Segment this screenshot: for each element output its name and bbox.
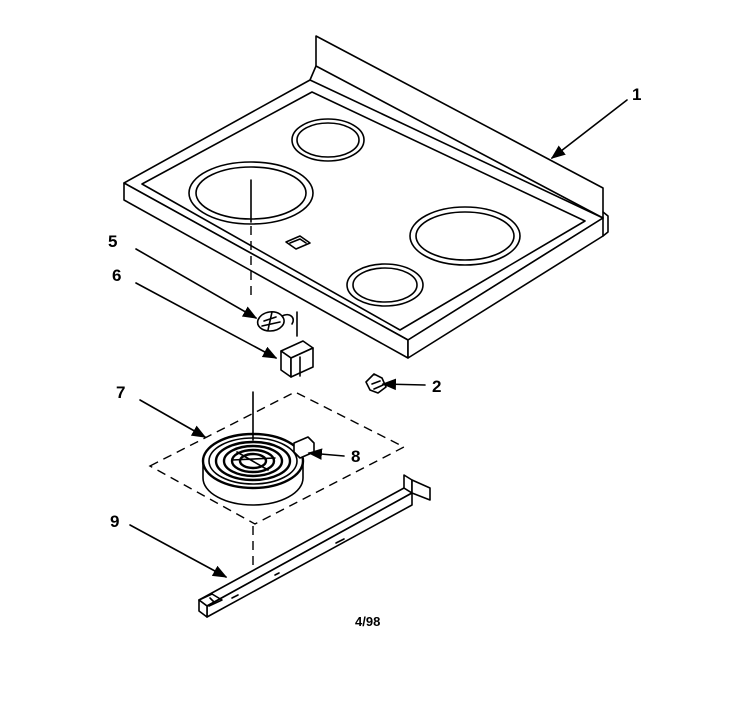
callout-1: 1	[632, 85, 641, 104]
leader-5	[135, 248, 258, 319]
burner-rear-left	[291, 118, 365, 162]
cooktop-main-top	[123, 35, 609, 359]
burner-rear-right	[409, 206, 521, 266]
part-8-surface-element	[201, 432, 315, 506]
burner-front-right	[346, 263, 424, 307]
callout-7: 7	[116, 383, 125, 402]
callout-6: 6	[112, 266, 121, 285]
leader-1	[550, 99, 628, 159]
part-5-clip	[256, 311, 295, 332]
part-7-dashed-outline	[148, 391, 406, 525]
callout-9: 9	[110, 512, 119, 531]
leader-2	[381, 378, 426, 391]
part-9-support-rail	[198, 474, 431, 618]
leader-8	[307, 448, 345, 460]
indicator-light	[285, 235, 311, 250]
part-6-bracket	[280, 340, 314, 378]
callout-8: 8	[351, 447, 360, 466]
leader-9	[129, 524, 228, 578]
date-code: 4/98	[355, 614, 380, 629]
callout-2: 2	[432, 377, 441, 396]
leader-7	[139, 399, 207, 438]
callout-5: 5	[108, 232, 117, 251]
leader-6	[135, 282, 278, 359]
